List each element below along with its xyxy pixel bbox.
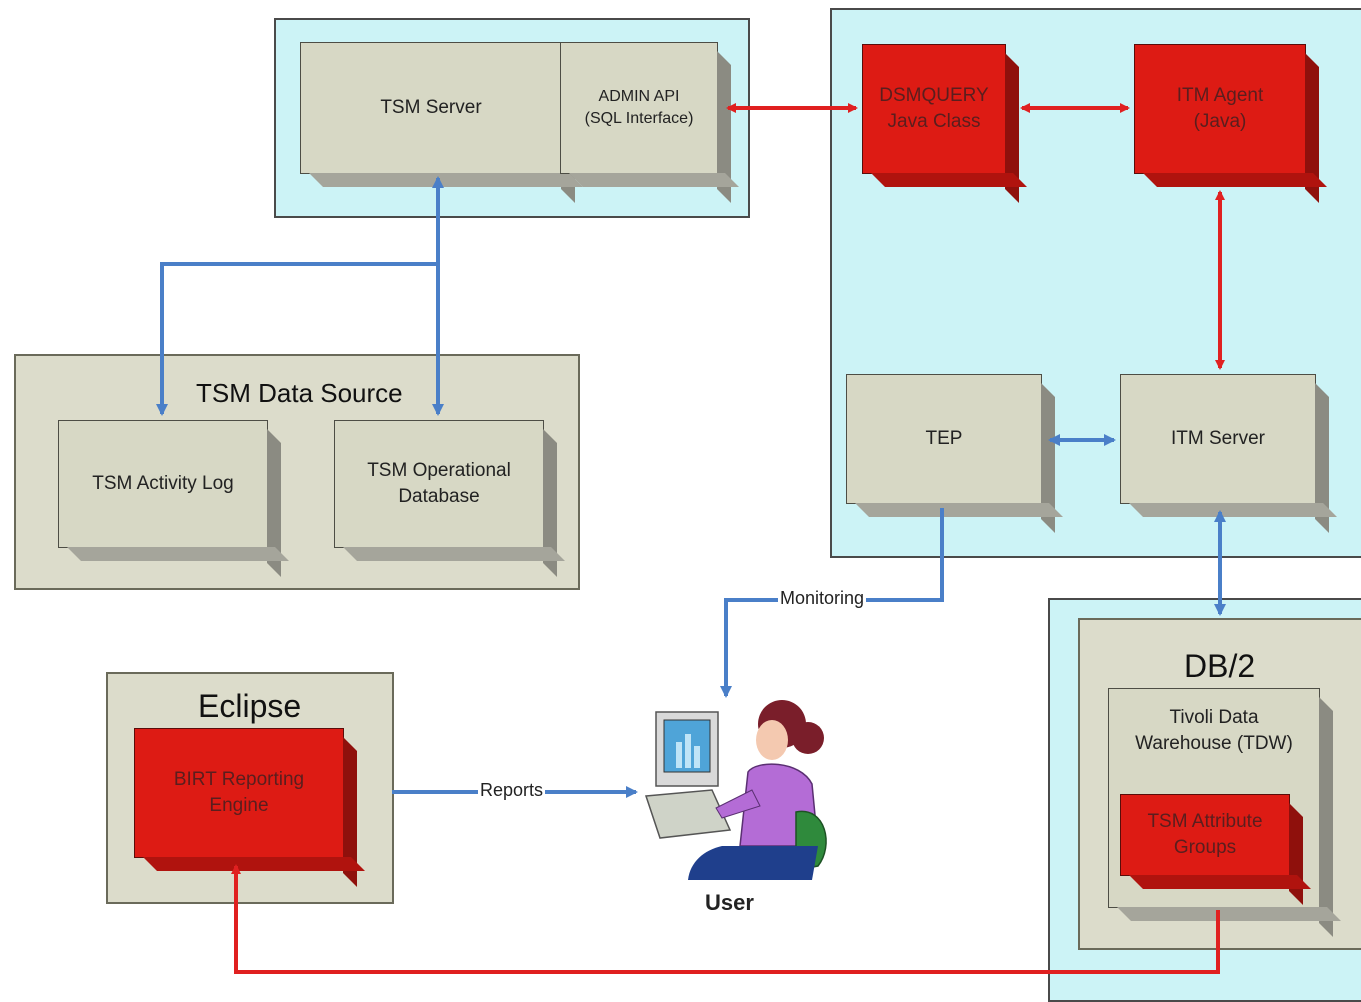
admin-api-node: ADMIN API (SQL Interface) bbox=[560, 42, 739, 203]
tsm-operational-db-node: TSM Operational Database bbox=[334, 420, 565, 577]
eclipse-title: Eclipse bbox=[198, 688, 302, 724]
birt-engine-node: BIRT Reporting Engine bbox=[134, 728, 365, 887]
tep-node: TEP bbox=[846, 374, 1063, 533]
db2-title: DB/2 bbox=[1184, 648, 1256, 684]
user-icon bbox=[644, 700, 827, 880]
edge-label-reports: Reports bbox=[478, 780, 546, 801]
dsmquery-label: DSMQUERY Java Class bbox=[879, 85, 989, 132]
tsm-operational-db-label: TSM Operational Database bbox=[367, 460, 511, 507]
user-label: User bbox=[705, 890, 754, 915]
itm-server-node: ITM Server bbox=[1120, 374, 1337, 533]
itm-server-label: ITM Server bbox=[1171, 428, 1265, 450]
tivoli-dw-label: Tivoli Data Warehouse (TDW) bbox=[1135, 707, 1293, 754]
tep-label: TEP bbox=[925, 428, 963, 450]
tsm-activity-log-node: TSM Activity Log bbox=[58, 420, 289, 577]
tsm-activity-log-label: TSM Activity Log bbox=[92, 473, 234, 495]
itm-agent-label: ITM Agent (Java) bbox=[1176, 85, 1264, 132]
tsm-data-source-title: TSM Data Source bbox=[196, 378, 403, 408]
birt-engine-label: BIRT Reporting Engine bbox=[173, 769, 305, 816]
tsm-attribute-groups-node: TSM Attribute Groups bbox=[1120, 794, 1311, 905]
admin-api-label: ADMIN API (SQL Interface) bbox=[584, 88, 694, 127]
tsm-attribute-groups-label: TSM Attribute Groups bbox=[1147, 811, 1263, 858]
tsm-server-node: TSM Server bbox=[300, 42, 583, 203]
edge-label-monitoring: Monitoring bbox=[778, 588, 867, 609]
tsm-server-label: TSM Server bbox=[380, 97, 482, 119]
itm-agent-node: ITM Agent (Java) bbox=[1134, 44, 1327, 203]
dsmquery-node: DSMQUERY Java Class bbox=[862, 44, 1027, 203]
